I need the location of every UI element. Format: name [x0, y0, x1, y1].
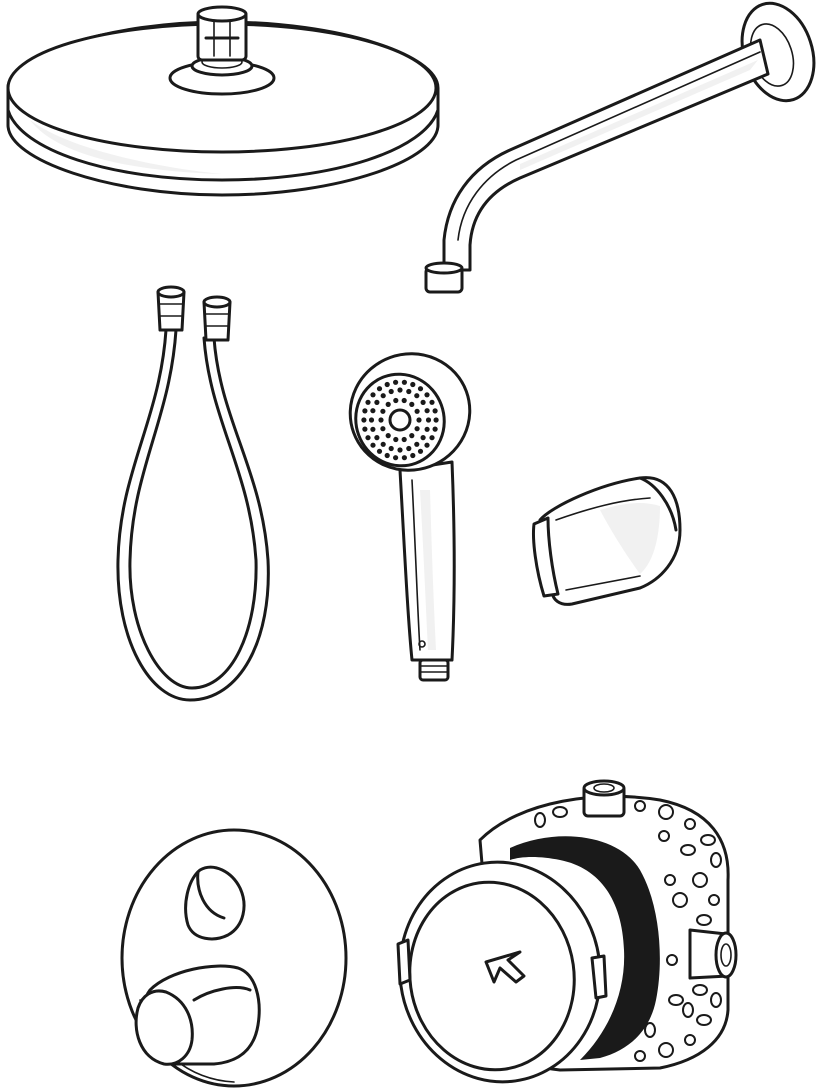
lattice-hole: [708, 894, 720, 906]
lattice-hole: [696, 914, 712, 926]
spray-nozzle: [385, 433, 391, 439]
hand-shower-illustration: [348, 352, 472, 682]
spray-nozzle: [397, 387, 403, 393]
spray-nozzle: [384, 452, 390, 459]
spray-nozzle: [393, 397, 399, 404]
spray-nozzle: [410, 381, 416, 388]
spray-nozzle: [425, 417, 432, 423]
shower-hose-illustration: [116, 285, 270, 702]
spray-nozzle: [424, 426, 430, 432]
spray-nozzle: [380, 393, 386, 399]
spray-nozzle: [401, 436, 407, 443]
lattice-hole: [644, 1022, 656, 1038]
spray-nozzle: [370, 392, 376, 398]
lattice-hole: [634, 1050, 646, 1062]
spray-nozzle: [397, 447, 403, 453]
lattice-hole: [710, 852, 722, 868]
lattice-hole: [692, 984, 708, 996]
spray-nozzle: [409, 401, 415, 407]
spray-nozzle: [376, 386, 383, 392]
spray-nozzle: [429, 399, 435, 405]
spray-nozzle: [380, 426, 386, 432]
spray-nozzle: [409, 433, 415, 439]
spray-nozzle: [429, 435, 435, 441]
spray-nozzle-pattern: [361, 379, 439, 461]
lattice-hole: [710, 992, 722, 1008]
spray-nozzle: [432, 426, 438, 432]
spray-nozzle: [417, 448, 424, 454]
lattice-hole: [680, 844, 696, 856]
lattice-hole: [534, 812, 546, 828]
spray-nozzle: [362, 426, 368, 432]
lattice-hole: [552, 806, 568, 818]
lattice-hole: [672, 892, 688, 908]
spray-nozzle: [406, 445, 412, 452]
spray-nozzle: [414, 393, 420, 399]
lattice-hole: [658, 830, 670, 842]
spray-nozzle: [374, 435, 380, 441]
spray-nozzle: [385, 401, 391, 407]
spray-nozzle: [388, 445, 394, 452]
thermostat-trim-illustration: [120, 828, 348, 1088]
lattice-hole: [684, 1034, 696, 1046]
spray-nozzle: [378, 417, 384, 423]
spray-nozzle: [365, 399, 371, 405]
spray-nozzle: [384, 381, 390, 388]
spray-nozzle: [388, 388, 394, 395]
lattice-hole: [658, 804, 674, 820]
spray-nozzle: [361, 417, 367, 423]
spray-nozzle: [432, 408, 438, 414]
concealed-body-illustration: [396, 779, 738, 1084]
lattice-hole: [634, 800, 646, 812]
lattice-hole: [692, 872, 708, 888]
spray-nozzle: [420, 435, 426, 441]
lattice-hole: [658, 1042, 674, 1058]
overhead-shower-illustration: [6, 5, 440, 197]
spray-nozzle: [414, 408, 420, 414]
spray-nozzle: [414, 441, 420, 447]
spray-nozzle: [393, 379, 399, 385]
spray-nozzle: [414, 426, 420, 432]
spray-nozzle: [420, 399, 426, 405]
lattice-hole: [684, 818, 696, 830]
shower-arm-illustration: [424, 1, 816, 294]
spray-nozzle: [362, 408, 368, 414]
lattice-hole: [668, 994, 684, 1006]
spray-nozzle: [433, 417, 439, 423]
spray-nozzle: [368, 417, 375, 423]
wall-holder-illustration: [532, 476, 682, 606]
spray-nozzle: [393, 455, 399, 461]
spray-nozzle: [370, 408, 376, 414]
spray-nozzle: [401, 397, 407, 404]
lattice-hole: [666, 954, 678, 966]
spray-nozzle: [370, 442, 376, 448]
lattice-hole: [664, 874, 676, 886]
lattice-hole: [696, 1014, 712, 1026]
lattice-hole: [682, 1002, 694, 1018]
spray-nozzle: [376, 448, 383, 454]
spray-nozzle: [401, 455, 407, 461]
spray-nozzle: [424, 392, 430, 398]
spray-nozzle: [374, 399, 380, 405]
spray-nozzle: [401, 379, 407, 385]
spray-nozzle: [406, 388, 412, 395]
spray-nozzle: [370, 426, 376, 432]
spray-nozzle: [416, 417, 422, 423]
spray-nozzle: [365, 435, 371, 441]
spray-nozzle: [410, 452, 416, 459]
spray-nozzle: [417, 386, 424, 392]
spray-nozzle: [424, 442, 430, 448]
lattice-hole: [700, 834, 716, 846]
spray-nozzle: [380, 408, 386, 414]
spray-nozzle: [380, 441, 386, 447]
spray-nozzle: [393, 436, 399, 443]
spray-nozzle: [424, 408, 430, 414]
